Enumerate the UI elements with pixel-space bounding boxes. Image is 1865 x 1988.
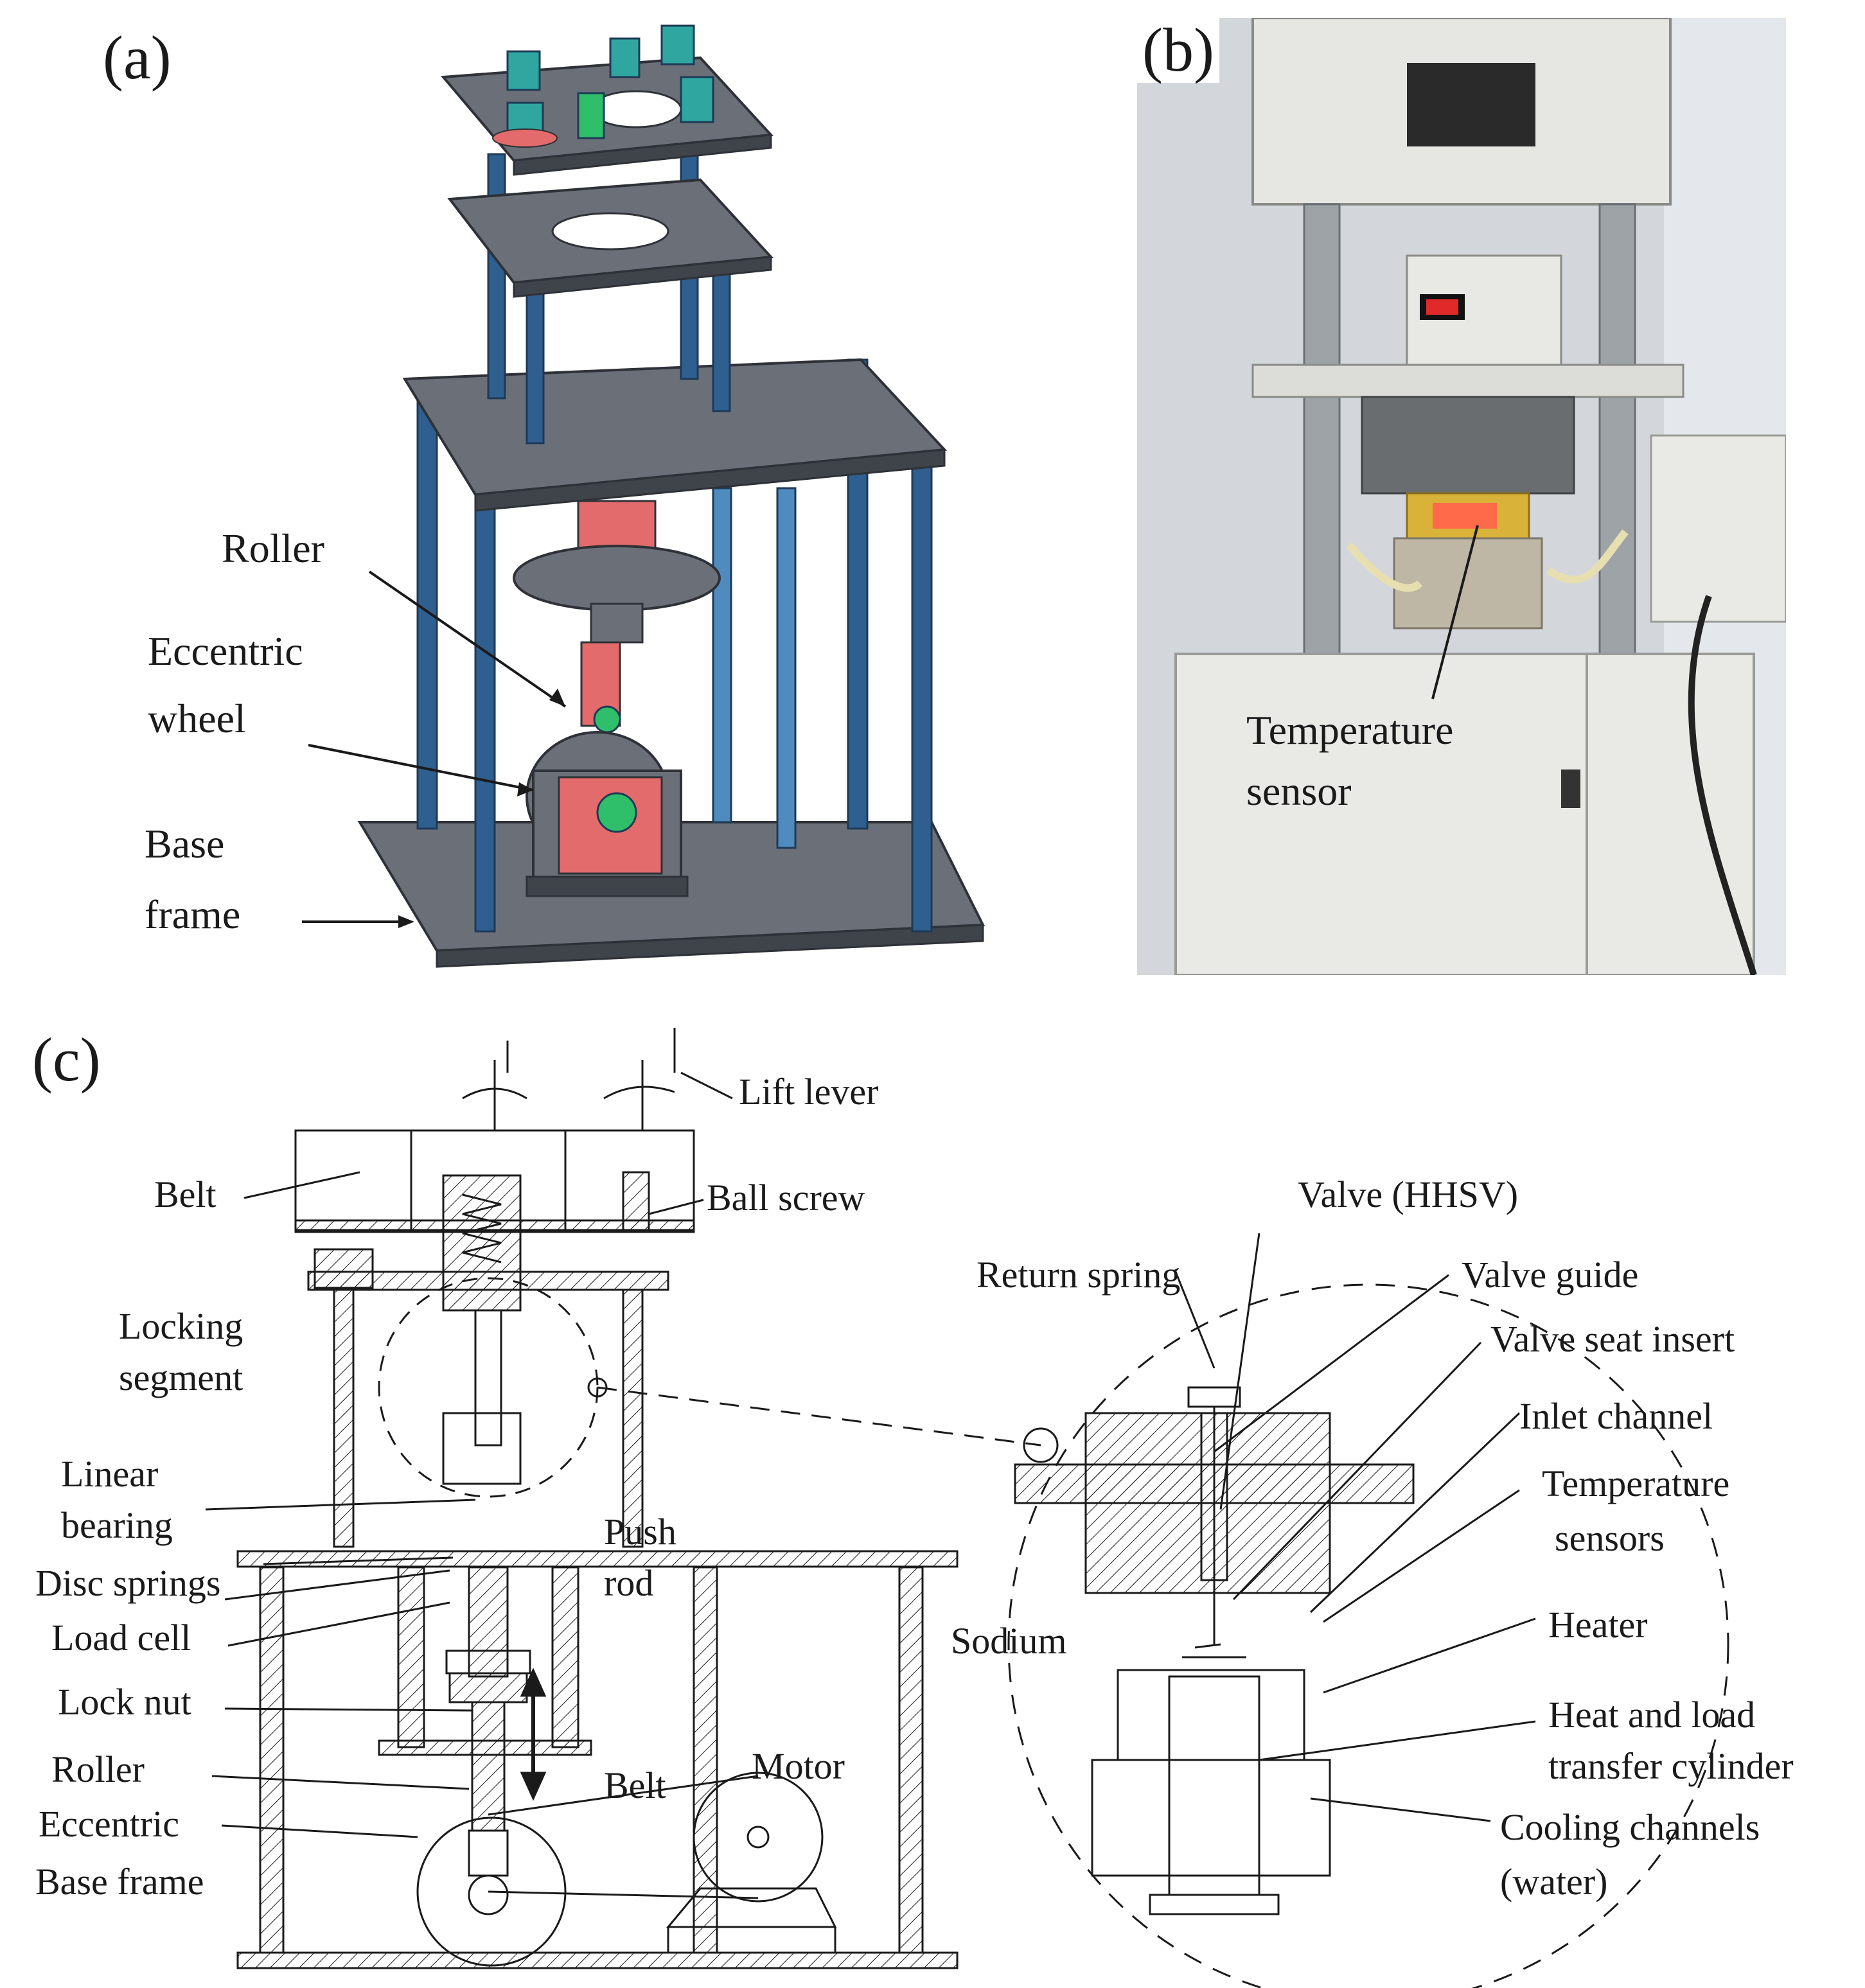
label-c-valve: Valve (HHSV) <box>1298 1174 1519 1215</box>
panel-a-tag: (a) <box>103 23 172 92</box>
label-c-belt-bottom: Belt <box>604 1764 666 1806</box>
label-c-motor: Motor <box>752 1745 845 1787</box>
label-c-push-rod-1: Push <box>604 1511 676 1553</box>
label-c-heater: Heater <box>1548 1604 1648 1646</box>
label-a-base-frame-1: Base <box>145 821 225 866</box>
label-a-eccentric-wheel-1: Eccentric <box>148 628 303 674</box>
label-c-temperature-sensors-1: Temperature <box>1542 1463 1730 1504</box>
panel-b-photo: (b) Temperature sensor <box>1137 18 1786 975</box>
photo-illustration <box>1137 18 1786 975</box>
label-c-lock-nut: Lock nut <box>58 1681 191 1723</box>
label-c-temperature-sensors-2: sensors <box>1555 1517 1665 1559</box>
label-c-locking-segment-1: Locking <box>119 1305 243 1347</box>
label-c-valve-guide: Valve guide <box>1462 1254 1639 1296</box>
label-c-belt-top: Belt <box>154 1174 217 1215</box>
label-c-ball-screw: Ball screw <box>707 1177 865 1218</box>
label-c-linear-bearing-1: Linear <box>61 1453 159 1495</box>
label-c-push-rod-2: rod <box>604 1562 654 1604</box>
label-b-temperature-sensor-1: Temperature <box>1246 707 1454 753</box>
panel-c-tag: (c) <box>32 1025 101 1094</box>
cross-section-diagram <box>205 1028 1729 1988</box>
label-b-temperature-sensor-2: sensor <box>1246 768 1352 814</box>
label-a-roller: Roller <box>222 525 324 571</box>
label-c-sodium: Sodium <box>951 1620 1067 1662</box>
label-c-disc-springs: Disc springs <box>35 1562 221 1604</box>
label-c-lift-lever: Lift lever <box>739 1071 879 1113</box>
label-c-return-spring: Return spring <box>977 1254 1181 1296</box>
label-c-roller: Roller <box>51 1748 145 1790</box>
label-c-base-frame: Base frame <box>35 1861 204 1903</box>
panel-b-tag: (b) <box>1137 18 1219 83</box>
panel-a: (a) <box>0 0 1118 989</box>
label-c-valve-seat-insert: Valve seat insert <box>1490 1318 1735 1360</box>
label-c-eccentric: Eccentric <box>39 1803 179 1845</box>
cad-model-illustration <box>302 24 986 968</box>
label-c-locking-segment-2: segment <box>119 1357 243 1398</box>
label-c-inlet-channel: Inlet channel <box>1519 1395 1713 1437</box>
label-c-heat-load-2: transfer cylinder <box>1548 1745 1794 1787</box>
label-c-cooling-1: Cooling channels <box>1500 1806 1760 1848</box>
label-c-heat-load-1: Heat and load <box>1548 1694 1756 1736</box>
label-c-linear-bearing-2: bearing <box>61 1504 173 1546</box>
label-c-load-cell: Load cell <box>51 1617 191 1658</box>
label-a-eccentric-wheel-2: wheel <box>148 696 246 741</box>
label-c-cooling-2: (water) <box>1500 1861 1608 1903</box>
label-a-base-frame-2: frame <box>145 892 241 937</box>
panel-c: (c) <box>0 1002 1865 1988</box>
